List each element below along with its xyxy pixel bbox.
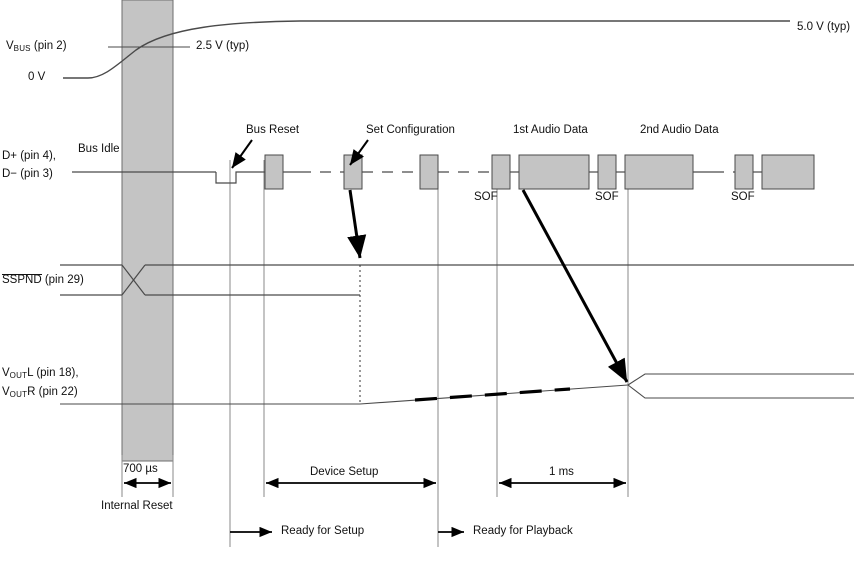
internal-reset-band: [121, 0, 174, 462]
guide-lines: [229, 160, 629, 547]
packet-sof-2: [597, 154, 617, 190]
packet-audio-2: [624, 154, 694, 190]
audio-data-1-label: 1st Audio Data: [513, 124, 588, 136]
measure-ticks: [121, 455, 174, 497]
packet-bus-reset: [264, 154, 284, 190]
device-setup-label: Device Setup: [310, 466, 379, 478]
packet-sof-3: [734, 154, 754, 190]
set-configuration-callout-arrow: [349, 139, 369, 166]
sof-label-3: SOF: [731, 191, 755, 203]
ready-for-setup-label: Ready for Setup: [281, 525, 365, 537]
packet-sof-1: [491, 154, 511, 190]
audio-to-vout-arrow: [521, 189, 629, 383]
internal-reset-label: Internal Reset: [101, 500, 173, 512]
sspnd-label: SSPND (pin 29): [2, 274, 84, 286]
measurement-arrows: [124, 477, 626, 538]
vout-label-line-2: VOUTR (pin 22): [2, 386, 78, 399]
data-line-label-2: D− (pin 3): [2, 168, 53, 180]
setconfig-to-sspnd-arrow: [347, 189, 367, 259]
audio-data-2-label: 2nd Audio Data: [640, 124, 719, 136]
packet-audio-3: [761, 154, 815, 190]
ready-for-playback-label: Ready for Playback: [473, 525, 573, 537]
packet-setup: [419, 154, 439, 190]
set-configuration-label: Set Configuration: [366, 124, 455, 136]
internal-reset-duration-label: 700 µs: [123, 463, 158, 475]
vbus-trace: [63, 20, 790, 79]
data-line-label-1: D+ (pin 4),: [2, 150, 57, 162]
vout-trace: [60, 373, 854, 405]
vbus-label: VBUS (pin 2): [6, 40, 67, 53]
sof-label-2: SOF: [595, 191, 619, 203]
sspnd-trace: [60, 264, 854, 296]
vout-ramp-emphasis: [414, 387, 571, 402]
usb-packets: [264, 154, 815, 190]
packet-audio-1: [518, 154, 590, 190]
vout-label-line-1: VOUTL (pin 18),: [2, 367, 79, 380]
vbus-2v5-label: 2.5 V (typ): [196, 40, 250, 52]
bus-reset-label: Bus Reset: [246, 124, 300, 136]
vbus-5v-label: 5.0 V (typ): [797, 21, 851, 33]
usb-data-line: [72, 171, 762, 184]
frame-period-label: 1 ms: [549, 466, 574, 478]
bus-idle-label: Bus Idle: [78, 143, 120, 155]
vbus-0v-label: 0 V: [28, 71, 46, 83]
sof-label-1: SOF: [474, 191, 498, 203]
bus-reset-callout-arrow: [231, 139, 253, 169]
